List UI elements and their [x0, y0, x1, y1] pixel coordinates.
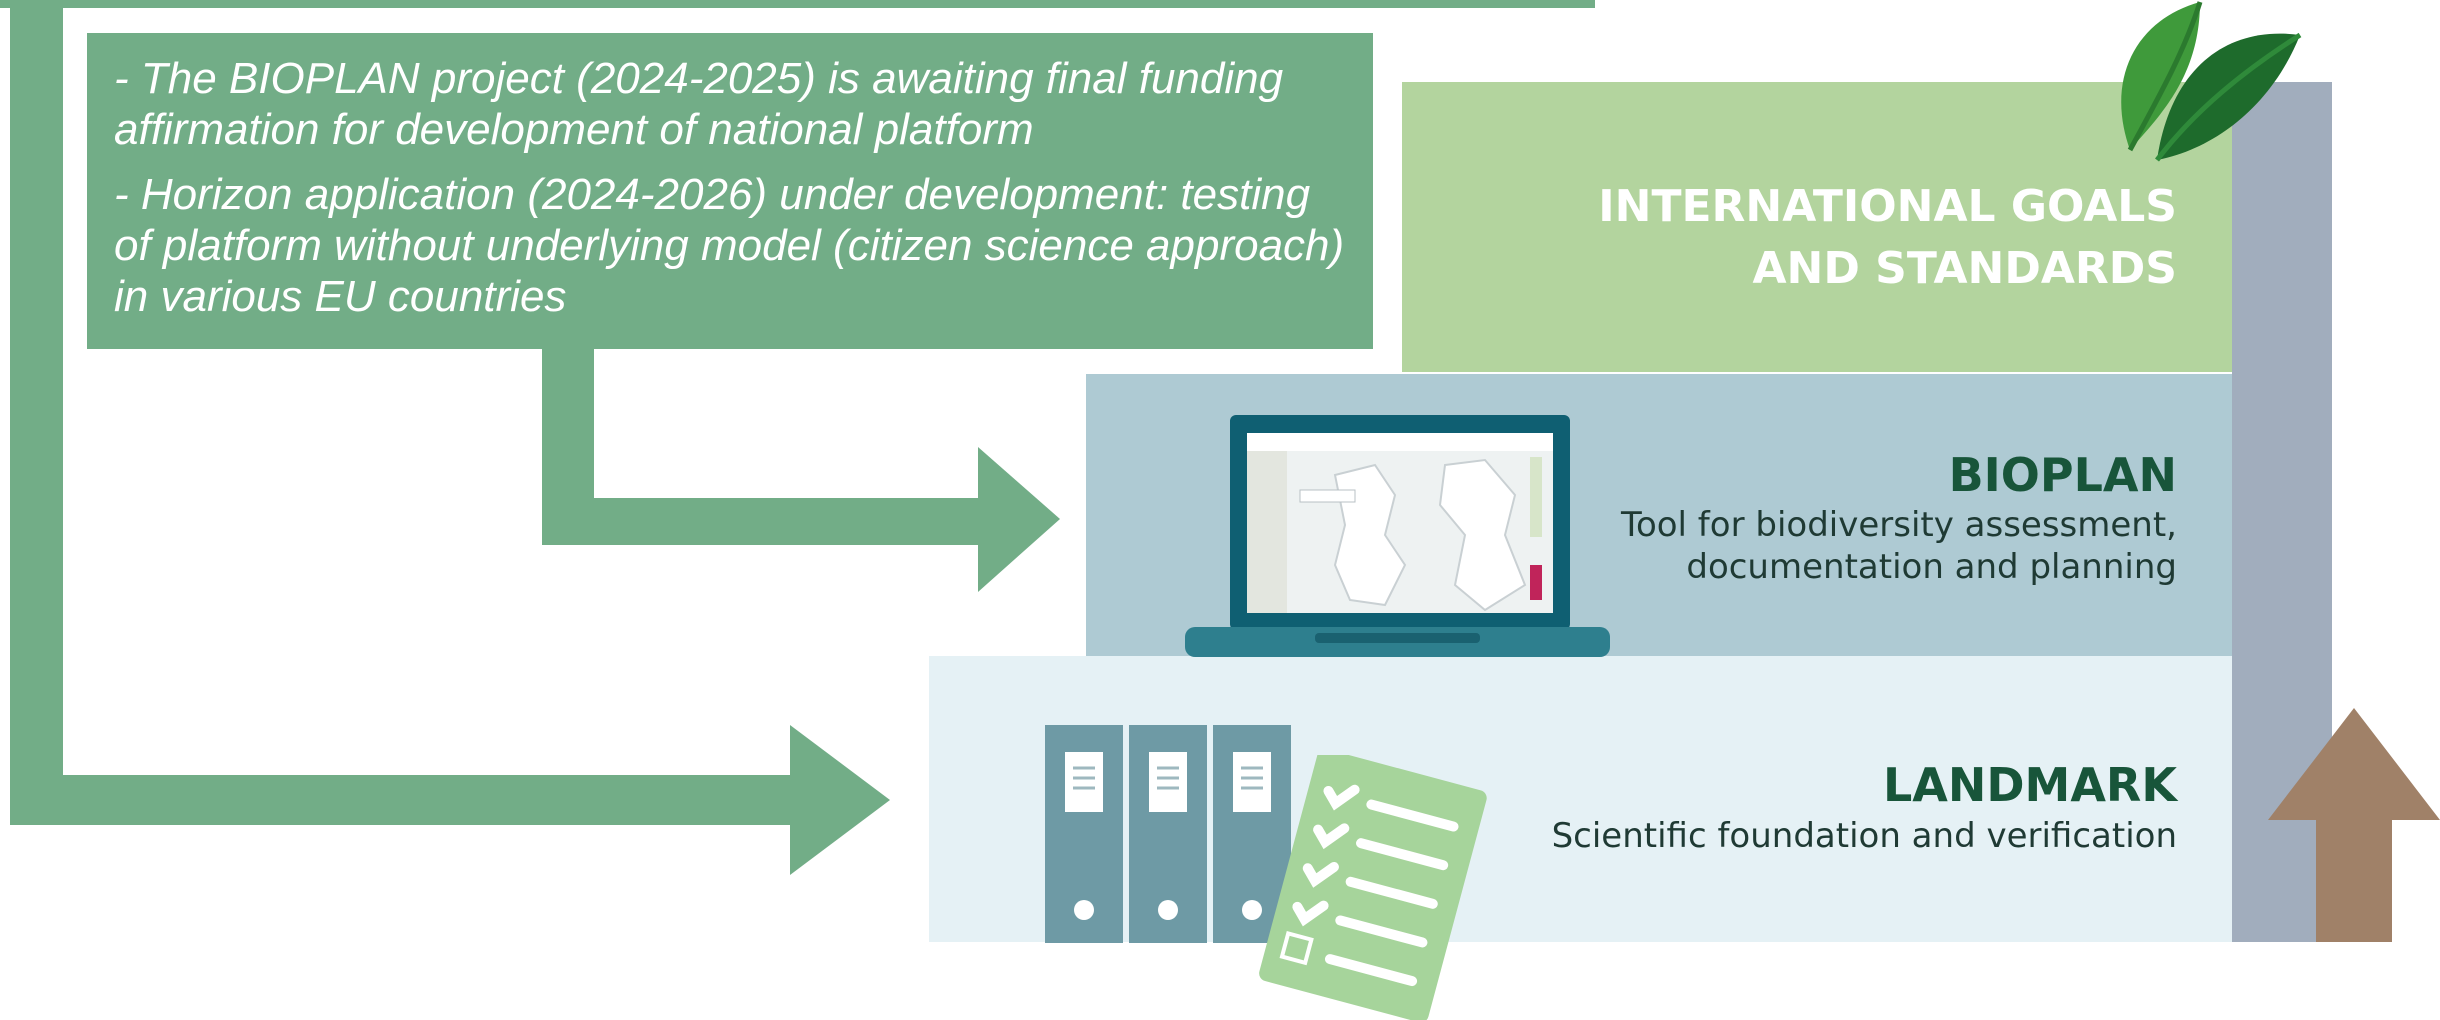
- checklist-icon: [1259, 755, 1487, 1020]
- arrow-to-bioplan-icon: [978, 447, 1060, 592]
- leaf-icon: [2121, 1, 2302, 162]
- connector-left-bar: [10, 0, 63, 825]
- arrow-to-landmark-icon: [790, 725, 890, 875]
- landmark-title: LANDMARK: [1882, 758, 2177, 812]
- note-bioplan-funding: - The BIOPLAN project (2024-2025) is awa…: [114, 54, 1284, 154]
- laptop-icon: [1185, 415, 1610, 657]
- note-horizon-application: - Horizon application (2024-2026) under …: [114, 170, 1345, 321]
- landmark-description: Scientific foundation and verification: [1551, 816, 2177, 856]
- connector-top-bar: [0, 0, 1595, 8]
- bioplan-title: BIOPLAN: [1948, 448, 2177, 502]
- up-arrow-icon: [2268, 708, 2440, 942]
- binder-icon: [1045, 725, 1291, 943]
- note-box: - The BIOPLAN project (2024-2025) is awa…: [87, 33, 1373, 349]
- connector-bottom-shaft: [10, 775, 800, 825]
- layer-international-goals: [1402, 82, 2232, 372]
- note-arrow-shaft: [542, 498, 982, 545]
- international-goals-title: INTERNATIONAL GOALS AND STANDARDS: [1598, 181, 2177, 294]
- bioplan-description: Tool for biodiversity assessment, docume…: [1620, 505, 2177, 587]
